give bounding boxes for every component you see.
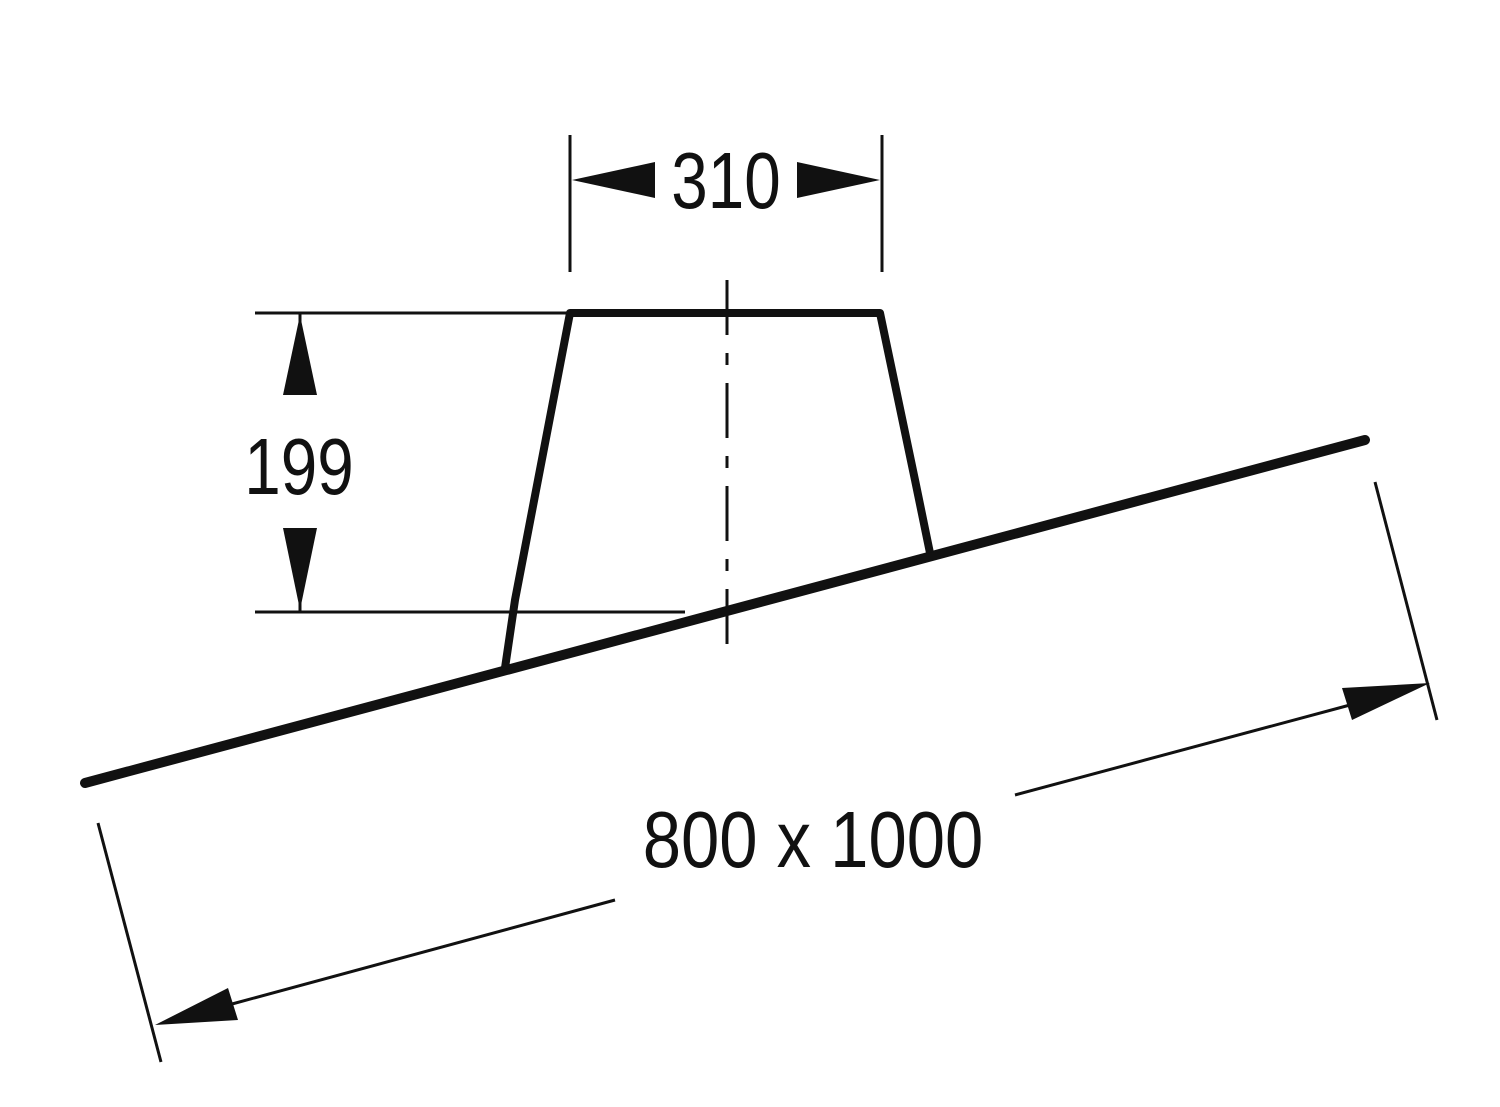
height-label: 199 <box>244 422 353 512</box>
arrow-right-icon <box>797 162 880 198</box>
height-dimension: 199 <box>244 311 685 614</box>
roof-slope-line <box>80 435 1370 788</box>
base-size-label: 800 x 1000 <box>643 794 983 884</box>
top-width-label: 310 <box>671 136 780 226</box>
arrow-left-icon <box>572 162 655 198</box>
arrow-up-right-icon <box>1342 683 1430 720</box>
top-width-dimension: 310 <box>568 135 884 272</box>
arrow-down-left-icon <box>155 988 238 1025</box>
arrow-up-icon <box>283 315 317 395</box>
arrow-down-icon <box>283 528 317 610</box>
base-size-dimension: 800 x 1000 <box>96 481 1439 1063</box>
